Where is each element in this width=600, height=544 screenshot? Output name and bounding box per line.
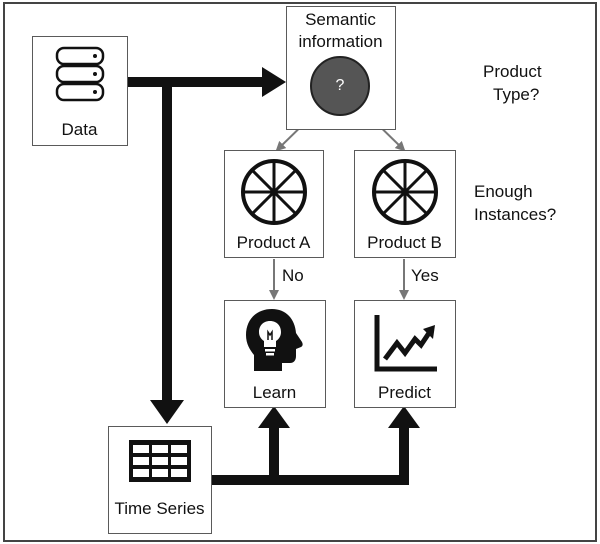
time-series-to-learn-predict-arrows xyxy=(210,406,420,485)
wheel-icon xyxy=(372,159,438,225)
database-icon xyxy=(55,46,105,102)
enough-line1: Enough xyxy=(474,182,533,201)
data-node: Data xyxy=(32,36,128,146)
enough-line2: Instances? xyxy=(474,205,557,224)
product-b-node: Product B xyxy=(354,150,456,258)
product-b-label: Product B xyxy=(367,233,442,252)
product-a-label: Product A xyxy=(236,233,311,252)
enough-instances-question: Enough Instances? xyxy=(474,180,556,226)
edge-label-no: No xyxy=(282,266,304,285)
product-type-question: Product Type? xyxy=(483,60,542,106)
semantic-information-node: Semantic information ? xyxy=(286,6,396,130)
learn-node: Learn xyxy=(224,300,326,408)
edge-label-yes: Yes xyxy=(411,266,439,285)
semantic-label-line1: Semantic xyxy=(305,10,376,29)
product-type-line2: Type? xyxy=(493,85,540,104)
time-series-label: Time Series xyxy=(114,499,205,518)
semantic-label-line2: information xyxy=(298,32,383,51)
data-to-time-series-arrow xyxy=(150,82,184,424)
data-to-semantic-arrow xyxy=(128,67,286,97)
wheel-icon xyxy=(241,159,307,225)
learn-label: Learn xyxy=(252,383,297,402)
time-series-node: Time Series xyxy=(108,426,212,534)
question-circle: ? xyxy=(310,56,370,116)
product-a-node: Product A xyxy=(224,150,324,258)
data-label: Data xyxy=(61,120,98,139)
predict-node: Predict xyxy=(354,300,456,408)
head-lightbulb-icon xyxy=(246,309,303,371)
predict-label: Predict xyxy=(378,383,431,402)
question-mark: ? xyxy=(335,77,345,94)
outer-frame xyxy=(3,2,597,542)
table-grid-icon xyxy=(129,440,191,482)
trend-chart-icon xyxy=(374,315,437,372)
product-type-line1: Product xyxy=(483,62,542,81)
